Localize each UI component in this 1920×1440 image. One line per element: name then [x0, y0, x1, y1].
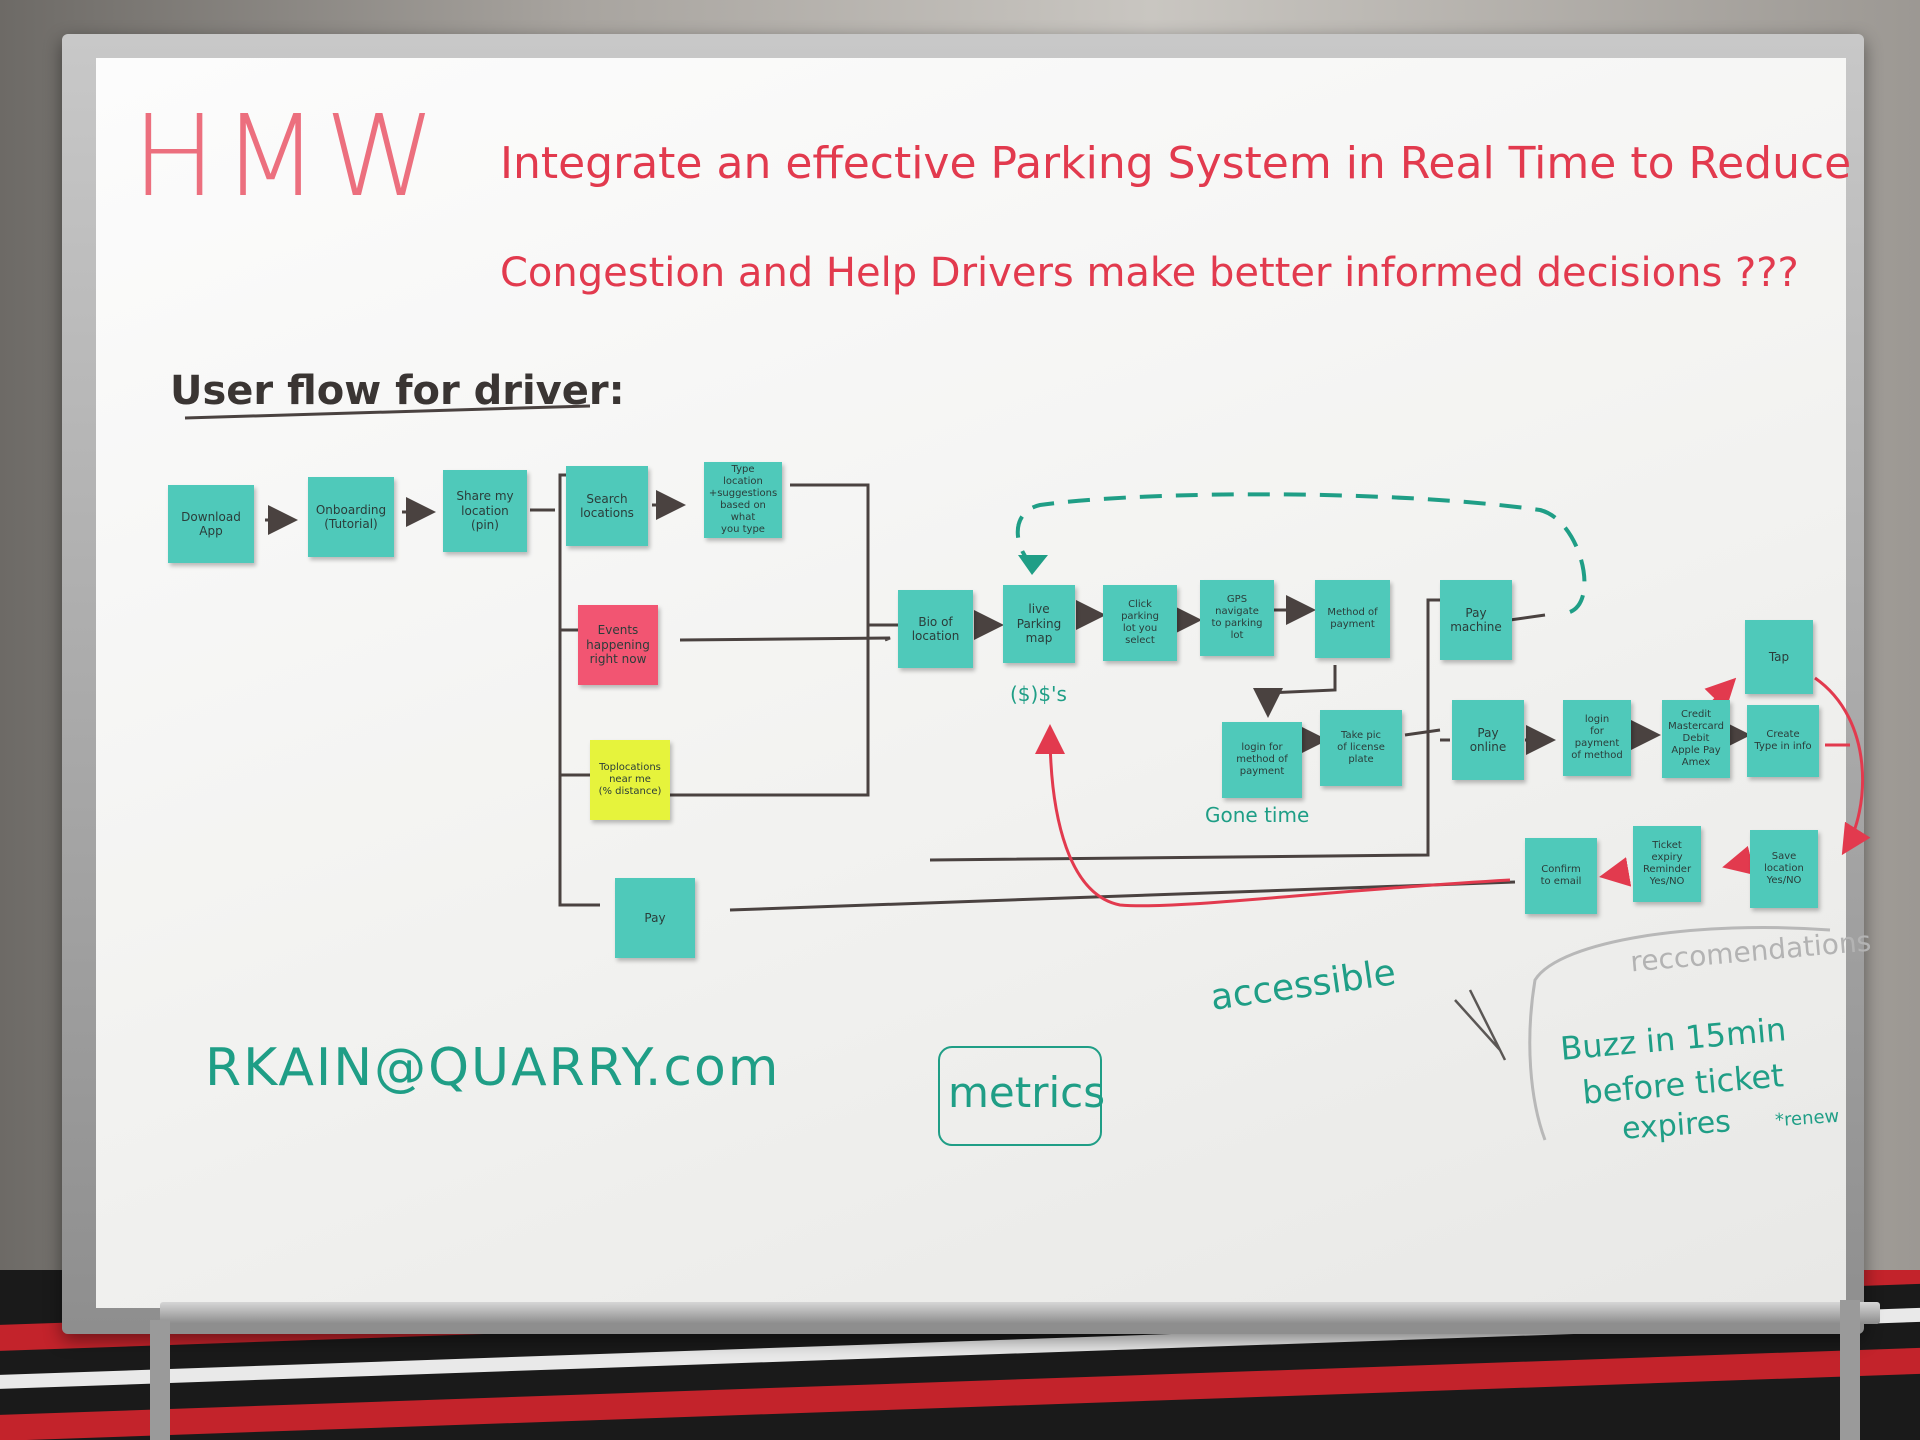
price-annotation: ($)$'s	[1010, 682, 1067, 706]
marker-tray	[160, 1302, 1880, 1324]
stand-leg-right	[1840, 1300, 1860, 1440]
note-live-parking-map: live Parking map	[1003, 585, 1075, 663]
note-ticket-expiry: Ticket expiry Reminder Yes/NO	[1633, 826, 1701, 902]
note-onboarding: Onboarding (Tutorial)	[308, 477, 394, 557]
note-download-app: Download App	[168, 485, 254, 563]
note-method-of-payment: Method of payment	[1315, 580, 1390, 658]
heading-line-2: Congestion and Help Drivers make better …	[500, 250, 1799, 296]
hmw-label: HMW	[132, 92, 442, 222]
note-tap: Tap	[1745, 620, 1813, 694]
contact-email: RKAIN@QUARRY.com	[205, 1038, 781, 1098]
note-save-location: Save location Yes/NO	[1750, 830, 1818, 908]
note-share-location: Share my location (pin)	[443, 470, 527, 552]
note-top-locations: Toplocations near me (% distance)	[590, 740, 670, 820]
note-search-locations: Search locations	[566, 466, 648, 546]
note-payment-options: Credit Mastercard Debit Apple Pay Amex	[1662, 700, 1730, 778]
note-login-for-payment: login for payment of method	[1563, 700, 1631, 776]
metrics-box	[938, 1046, 1102, 1146]
note-pay-machine: Pay machine	[1440, 580, 1512, 660]
note-click-parking-lot: Click parking lot you select	[1103, 585, 1177, 661]
note-license-plate-photo: Take pic of license plate	[1320, 710, 1402, 786]
metrics-label: metrics	[948, 1068, 1106, 1117]
note-events-now: Events happening right now	[578, 605, 658, 685]
stand-leg-left	[150, 1320, 170, 1440]
note-create-type-info: Create Type in info	[1747, 705, 1819, 777]
note-pay-online: Pay online	[1452, 700, 1524, 780]
whiteboard	[96, 58, 1846, 1308]
note-pay: Pay	[615, 878, 695, 958]
note-login-method-payment: login for method of payment	[1222, 722, 1302, 798]
one-time-annotation: Gone time	[1205, 803, 1310, 827]
heading-line-1: Integrate an effective Parking System in…	[500, 138, 1852, 189]
note-bio-of-location: Bio of location	[898, 590, 973, 668]
note-gps-navigate: GPS navigate to parking lot	[1200, 580, 1274, 656]
renew-note: *renew	[1774, 1105, 1840, 1132]
note-confirm-email: Confirm to email	[1525, 838, 1597, 914]
note-type-location: Type location +suggestions based on what…	[704, 462, 782, 538]
